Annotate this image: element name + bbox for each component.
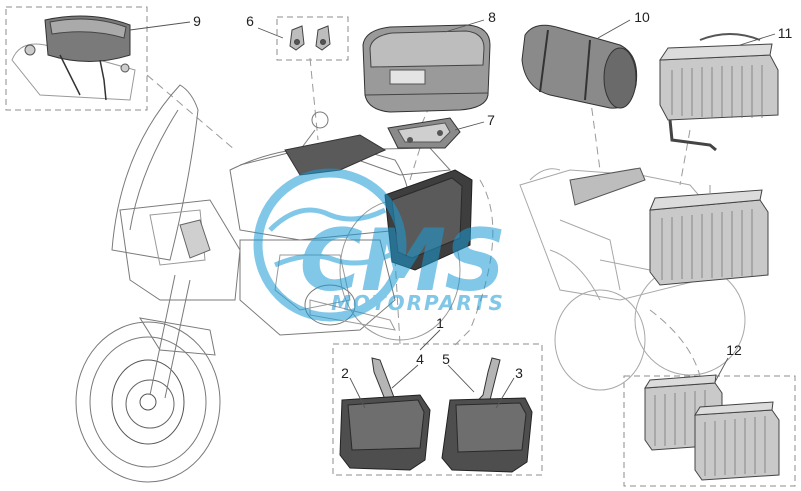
callout-6: 6 (246, 13, 254, 29)
callout-8: 8 (488, 9, 496, 25)
tank-bag-illustration (11, 15, 136, 101)
top-case-plate-illustration (387, 117, 461, 149)
windscreen (111, 84, 199, 261)
right-bike-aluminium-case (649, 189, 769, 286)
callout-11: 11 (778, 25, 793, 41)
tank-cover-detail (284, 134, 387, 176)
frame-tank-bag (5, 6, 148, 111)
right-bike-rack (569, 167, 646, 206)
side-bags-set (339, 357, 533, 473)
callout-12: 12 (726, 342, 742, 358)
aluminium-top-case-illustration (659, 33, 779, 152)
motorcycle-left (75, 84, 461, 483)
watermark-brand: CMS (300, 211, 505, 311)
watermark-globe (253, 168, 407, 322)
frame-side-bags (332, 343, 543, 476)
callout-10: 10 (634, 9, 650, 25)
callout-labels: 1 2 3 4 5 6 7 8 9 10 11 12 (193, 9, 792, 381)
top-case-illustration (362, 24, 491, 113)
watermark: CMS MOTORPARTS (253, 168, 506, 322)
callout-3: 3 (515, 365, 523, 381)
installed-side-case (384, 169, 473, 271)
front-wheel (75, 321, 221, 483)
roll-bag-illustration (521, 24, 638, 109)
watermark-tagline: MOTORPARTS (331, 291, 505, 315)
callout-7: 7 (487, 112, 495, 128)
callout-5: 5 (442, 351, 450, 367)
leader-lines (129, 19, 776, 409)
callout-1: 1 (436, 315, 444, 331)
brackets-illustration (289, 25, 331, 51)
frame-brackets (276, 16, 349, 61)
callout-4: 4 (416, 351, 424, 367)
callout-2: 2 (341, 365, 349, 381)
aluminium-cases-pair (644, 374, 780, 481)
callout-9: 9 (193, 13, 201, 29)
